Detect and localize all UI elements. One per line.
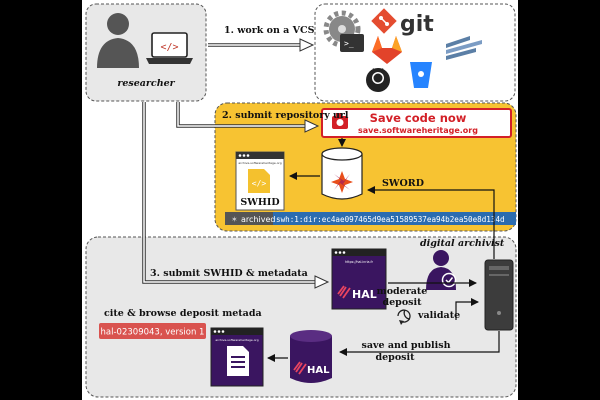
hal-window-header: https://hal.inria.fr [345, 260, 373, 264]
bitbucket-icon [410, 62, 432, 88]
save-code-title: Save code now [370, 111, 467, 125]
svg-text:>_: >_ [344, 39, 354, 48]
save-publish-label-line2: deposit [375, 352, 415, 363]
arrow-step1 [208, 38, 315, 52]
cycle-icon [397, 309, 411, 325]
cite-label: cite & browse deposit metada [104, 308, 262, 319]
researcher-icon [97, 13, 139, 68]
vcs-box: >_ git [314, 3, 516, 102]
deposit-document-window: archive.softwareheritage.org [210, 327, 264, 387]
archived-label: archived [241, 215, 275, 224]
right-black-margin [518, 0, 600, 400]
svg-text:HAL: HAL [307, 365, 330, 376]
step3-label: 3. submit SWHID & metadata [150, 268, 308, 279]
arrow-step2 [176, 102, 320, 133]
git-logo-icon [371, 8, 397, 34]
swhid-card: archive.softwareheritage.org </> SWHID [235, 151, 285, 211]
gitlab-icon [372, 36, 402, 64]
svg-text:</>: </> [160, 42, 178, 53]
researcher-box: </> researcher [85, 3, 207, 102]
check-badge-icon [441, 272, 457, 288]
arrow-validate [455, 298, 479, 320]
save-code-now-button[interactable]: Save code now save.softwareheritage.org [321, 108, 512, 138]
hal-citation-badge[interactable]: hal-02309043, version 1 [99, 323, 206, 339]
sword-label: SWORD [382, 178, 424, 189]
moderate-label-line2: deposit [382, 297, 422, 308]
digital-archivist-label: digital archivist [420, 238, 505, 249]
researcher-label: researcher [117, 78, 175, 89]
arrow-sword [367, 186, 495, 259]
arrow-step3 [142, 102, 330, 289]
hal-deposit-window: https://hal.inria.fr HAL [331, 248, 387, 310]
left-black-margin [0, 0, 82, 400]
hal-logo-icon: HAL [337, 285, 377, 301]
terminal-icon: >_ [340, 34, 364, 52]
document-icon [227, 346, 249, 376]
validate-label: validate [417, 310, 460, 321]
step2-label: 2. submit repository url [222, 110, 349, 121]
swh-logo-icon [331, 171, 353, 193]
save-code-url: save.softwareheritage.org [358, 126, 478, 135]
swhid-label: SWHID [240, 197, 279, 208]
moderate-label-line1: moderate [377, 286, 428, 297]
arrow-publish [339, 331, 500, 356]
step1-label: 1. work on a VCS [224, 25, 315, 36]
server-icon [484, 259, 514, 331]
code-file-icon: </> [252, 179, 267, 188]
laptop-icon: </> [146, 32, 193, 64]
git-text: git [400, 12, 434, 37]
github-icon [366, 68, 390, 92]
archived-swhid: swh:1:dir:ec4ae097465d9ea51589537ea94b2e… [276, 215, 505, 224]
deposit-document-header: archive.softwareheritage.org [215, 338, 258, 342]
save-publish-label-line1: save and publish [361, 340, 450, 351]
archived-badge[interactable]: ✶ archived swh:1:dir:ec4ae097465d9ea5158… [225, 212, 516, 225]
hal-panel [85, 236, 517, 398]
archived-icon: ✶ [231, 215, 238, 224]
hal-database-icon: HAL [290, 330, 332, 383]
hal-citation-text: hal-02309043, version 1 [101, 328, 205, 338]
svg-text:HAL: HAL [352, 288, 377, 301]
swh-archive-database-icon [321, 147, 363, 200]
sourceforge-icon [444, 36, 484, 62]
swhid-card-header: archive.softwareheritage.org [238, 161, 281, 165]
